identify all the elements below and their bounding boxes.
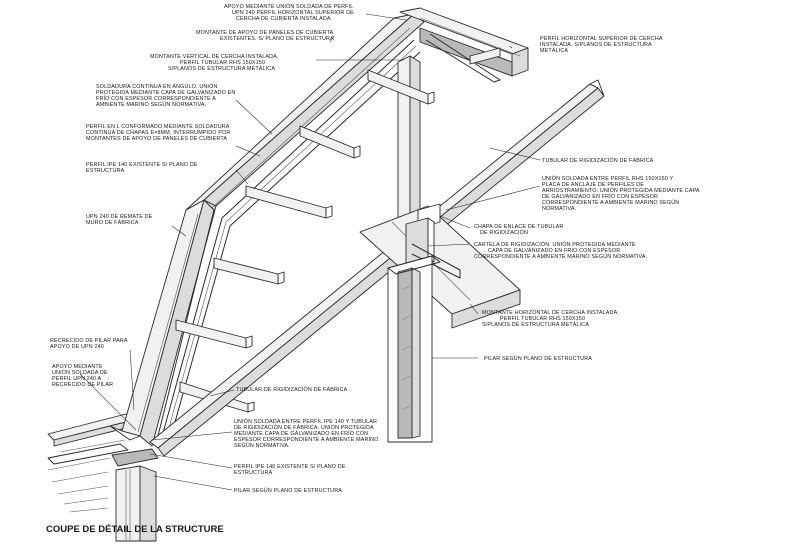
label-tubular-fabrica-top: TUBULAR DE RIGIDIZACIÓN DE FÁBRICA xyxy=(542,157,654,164)
label-perfil-l: PERFIL EN L CONFORMADO MEDIANTE SOLDADUR… xyxy=(86,124,232,142)
eave-roof-fragment xyxy=(47,413,135,513)
drawing-title: COUPE DE DÉTAIL DE LA STRUCTURE xyxy=(46,524,224,535)
label-union-ipe: UNIÓN SOLDADA ENTRE PERFIL IPE 140 Y TUB… xyxy=(234,418,380,449)
label-pilar-right: PILAR SEGÚN PLANO DE ESTRUCTURA xyxy=(484,355,592,362)
tubular-rigidizacion xyxy=(149,79,605,457)
label-montante-vertical: MONTANTE VERTICAL DE CERCHA INSTALADA. P… xyxy=(150,54,280,72)
label-soldadura-continua: SOLDADURA CONTINUA EN ÁNGULO. UNIÓN PROT… xyxy=(96,83,237,108)
label-cartela: CARTELA DE RIGIDIZACIÓN. UNIÓN PROTEGIDA… xyxy=(474,241,647,260)
label-pilar-bottom: PILAR SEGÚN PLANO DE ESTRUCTURA xyxy=(234,487,342,494)
connection-node xyxy=(405,203,461,279)
label-ipe140-bottom: PERFIL IPE 140 EXISTENTE S/ PLANO DE EST… xyxy=(234,464,347,476)
label-apoyo-recrecido: APOYO MEDIANTE UNIÓN SOLDADA DE PERFIL U… xyxy=(52,364,113,388)
perfil-l-chord xyxy=(159,39,421,445)
montante-vertical xyxy=(397,55,421,223)
label-apoyo-upn: APOYO MEDIANTE UNIÓN SOLDADA DE PERFIL U… xyxy=(224,3,356,22)
labels-left: APOYO MEDIANTE UNIÓN SOLDADA DE PERFIL U… xyxy=(50,3,356,388)
right-pilar xyxy=(387,255,441,443)
label-ipe140-top: PERFIL IPE 140 EXISTENTE S/ PLANO DE EST… xyxy=(86,162,199,174)
label-montante-horizontal: MONTANTE HORIZONTAL DE CERCHA INSTALADA.… xyxy=(482,310,621,328)
label-union-rhs: UNIÓN SOLDADA ENTRE PERFIL RHS 150X150 Y… xyxy=(542,175,701,212)
labels-right: PERFIL HORIZONTAL SUPERIOR DE CERCHA INS… xyxy=(474,36,701,362)
label-tubular-fabrica-bottom: TUBULAR DE RIGIDIZACIÓN DE FÁBRICA xyxy=(236,386,348,393)
leader-lines xyxy=(79,13,541,491)
left-pilar xyxy=(111,448,159,542)
label-upn-remate: UPN 240 DE REMATE DE MURO DE FÁBRICA xyxy=(86,214,154,226)
top-horizontal-profile xyxy=(399,7,529,83)
labels-bottom: TUBULAR DE RIGIDIZACIÓN DE FÁBRICA UNIÓN… xyxy=(234,386,380,494)
label-recrecido: RECRECIDO DE PILAR PARA APOYO DE UPN 240 xyxy=(50,338,129,350)
montante-horizontal xyxy=(359,205,521,329)
label-chapa-enlace: CHAPA DE ENLACE DE TUBULAR DE RIGIDIZACI… xyxy=(474,224,565,236)
structure-geometry xyxy=(47,7,605,542)
label-montante-apoyo: MONTANTE DE APOYO DE PANELES DE CUBIERTA… xyxy=(196,30,335,42)
label-perfil-horizontal-sup: PERFIL HORIZONTAL SUPERIOR DE CERCHA INS… xyxy=(540,36,664,54)
